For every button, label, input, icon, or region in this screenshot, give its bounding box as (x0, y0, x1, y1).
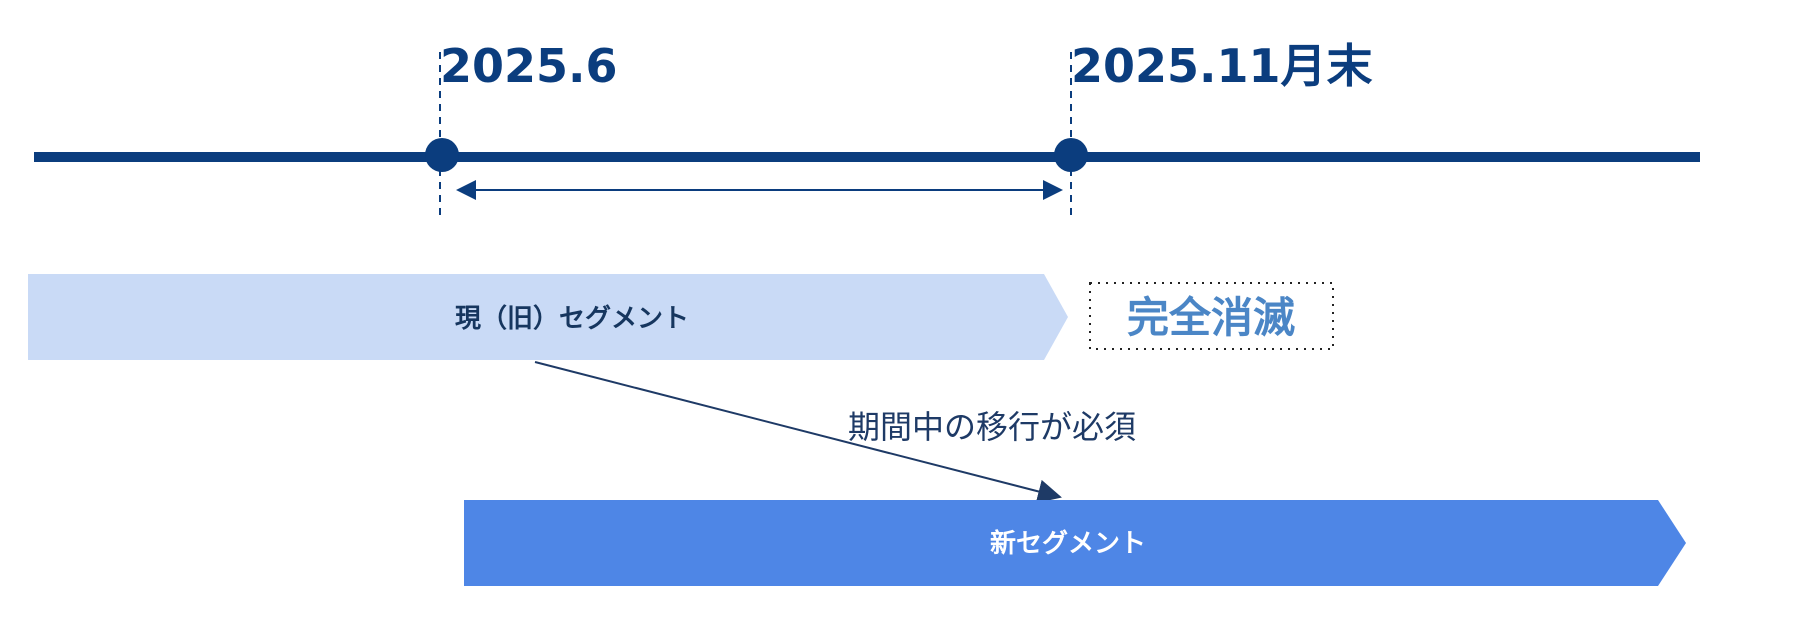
start-point-dot (425, 138, 459, 172)
migration-note: 期間中の移行が必須 (848, 408, 1136, 446)
old-segment-label: 現（旧）セグメント (455, 304, 689, 334)
old-segment-bar (28, 274, 1068, 360)
new-segment-label: 新セグメント (990, 528, 1146, 559)
migration-arrow (534, 361, 1062, 504)
new-segment-bar (464, 500, 1686, 586)
complete-disappearance-box (1089, 282, 1334, 350)
start-date-label: 2025.6 (440, 39, 618, 93)
end-point-dot (1054, 138, 1088, 172)
end-date-label: 2025.11月末 (1071, 39, 1373, 93)
complete-disappearance-label: 完全消滅 (1127, 293, 1295, 342)
